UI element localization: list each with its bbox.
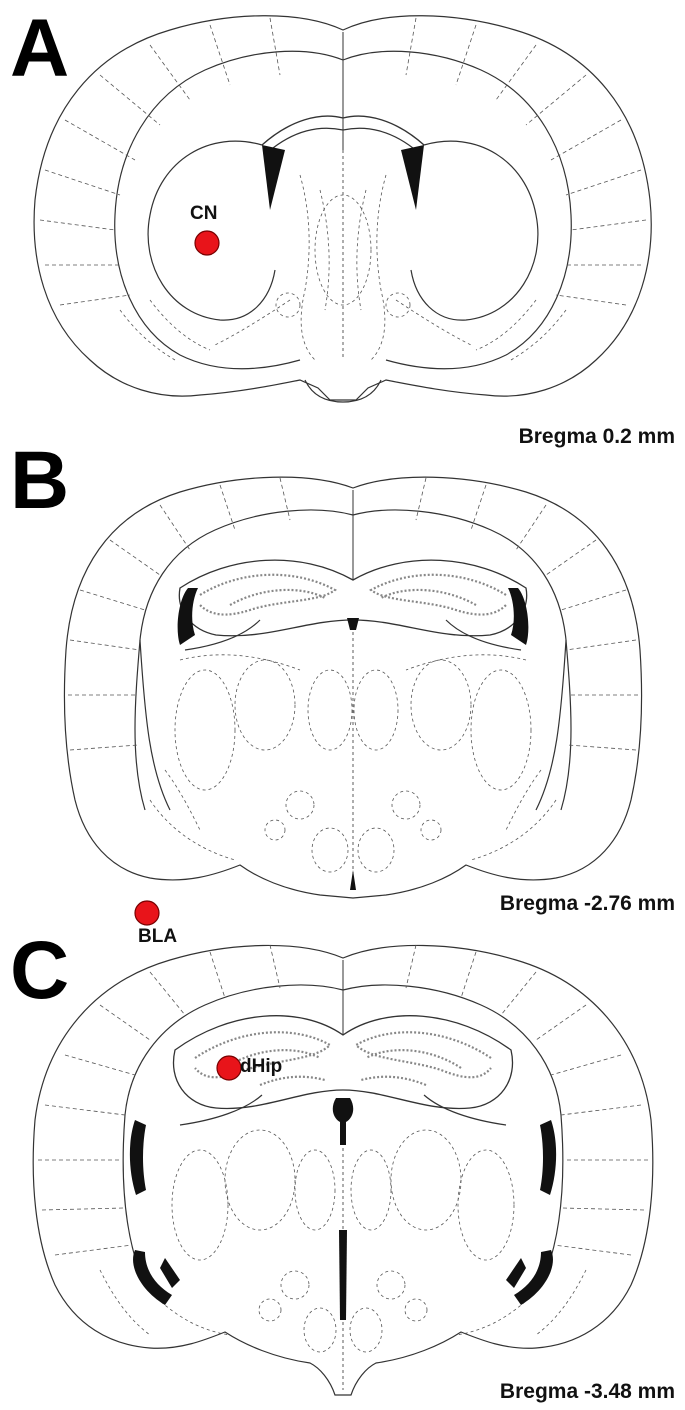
lateral-ventricle-right-a bbox=[401, 145, 424, 210]
panel-c: C bbox=[0, 940, 685, 1410]
lateral-ventricle-left-b bbox=[178, 588, 198, 645]
third-ventricle-c bbox=[333, 1098, 353, 1145]
coronal-section-b bbox=[0, 470, 685, 940]
lateral-ventricle-left-a bbox=[262, 145, 285, 210]
injection-site-cn bbox=[195, 231, 219, 255]
third-ventricle-b bbox=[347, 618, 359, 630]
bregma-label-c: Bregma -3.48 mm bbox=[500, 1380, 675, 1404]
lateral-ventricle-right-c bbox=[540, 1120, 556, 1195]
bregma-label-b: Bregma -2.76 mm bbox=[500, 892, 675, 916]
site-label-dhip: dHip bbox=[240, 1056, 282, 1078]
injection-site-bla bbox=[135, 901, 159, 925]
lateral-ventricle-right-b bbox=[508, 588, 528, 645]
injection-site-dhip bbox=[217, 1056, 241, 1080]
panel-b: B bbox=[0, 470, 685, 940]
coronal-section-a bbox=[0, 0, 685, 470]
coronal-section-c bbox=[0, 940, 685, 1410]
bregma-label-a: Bregma 0.2 mm bbox=[519, 425, 675, 449]
lateral-ventricle-left-c bbox=[130, 1120, 146, 1195]
panel-a: A bbox=[0, 0, 685, 470]
site-label-cn: CN bbox=[190, 203, 217, 225]
